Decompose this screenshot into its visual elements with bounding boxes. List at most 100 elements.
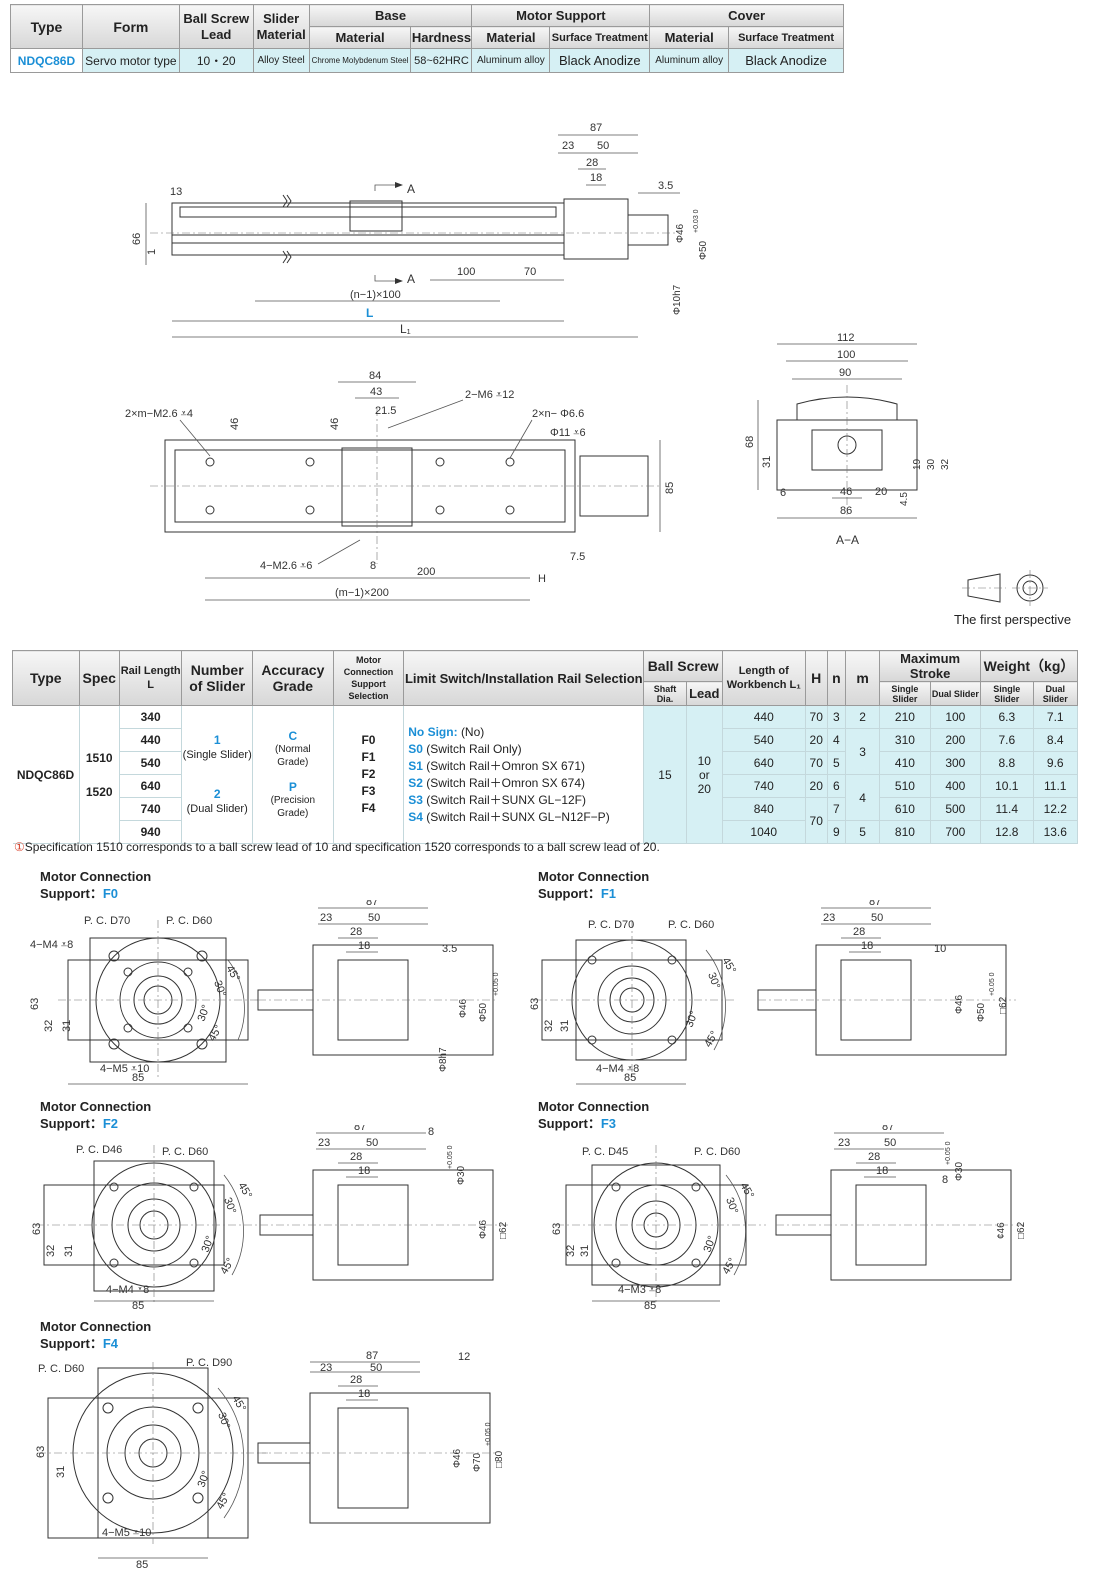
f0-dia-a: Φ46 bbox=[458, 998, 469, 1018]
sel-ls-none-code: No Sign: bbox=[408, 724, 458, 739]
sel-h: 20 bbox=[805, 728, 828, 752]
f2-tol: +0.05 0 bbox=[447, 1145, 454, 1169]
sel-ls-s2-desc: (Switch Rail＋Omron SX 674) bbox=[426, 775, 586, 790]
f2-pcd-b: P. C. D60 bbox=[162, 1146, 208, 1158]
title-f1-code: F1 bbox=[600, 886, 616, 901]
section-label-a-top: A bbox=[407, 182, 415, 196]
f0-offset: 3.5 bbox=[442, 943, 457, 955]
f3-sq: □62 bbox=[1016, 1221, 1027, 1239]
section-label: A−A bbox=[836, 533, 859, 547]
sel-stroke-dual: 500 bbox=[930, 797, 982, 821]
sel-stroke-single: 410 bbox=[879, 751, 931, 775]
sec-dim-6: 6 bbox=[780, 487, 786, 499]
f0-d50: 50 bbox=[368, 912, 380, 924]
title-f2-line1: Motor Connection bbox=[40, 1099, 152, 1114]
f4-d23: 23 bbox=[320, 1362, 332, 1374]
spec-table: Type Form Ball Screw Lead Slider Materia… bbox=[10, 4, 844, 73]
table-row: 640 740 20 6 4 510 400 10.1 11.1 bbox=[13, 774, 1078, 821]
side-view-drawing: 87 23 50 28 18 3.5 13 66 1 A A 100 70 (n… bbox=[131, 122, 709, 338]
sel-type-value: NDQC86D bbox=[12, 705, 80, 844]
sel-header-weight: Weight（kg） bbox=[980, 650, 1078, 682]
top-note-m6: 2−M6 ⩡12 bbox=[465, 389, 514, 401]
dim-l: L bbox=[366, 306, 373, 320]
sel-l1: 1040 bbox=[722, 820, 806, 844]
section-label-a-bottom: A bbox=[407, 272, 415, 286]
sel-ls-s3: S3 (Switch Rail＋SUNX GL−12F) bbox=[408, 792, 643, 809]
sel-slider-1-code: 1 bbox=[213, 732, 221, 747]
f4-pcd-a: P. C. D60 bbox=[38, 1363, 84, 1375]
dim-l1: L₁ bbox=[400, 322, 411, 336]
dim-3-5: 3.5 bbox=[658, 180, 673, 192]
title-f2-line2: Support：F2 bbox=[40, 1115, 151, 1132]
sel-slider-2-desc: (Dual Slider) bbox=[186, 802, 248, 815]
f2-ang45-b: 45° bbox=[218, 1256, 237, 1276]
sel-stroke-dual: 300 bbox=[930, 751, 982, 775]
top-note-m2-6-6: 4−M2.6 ⩡6 bbox=[260, 560, 312, 572]
sel-header-m: m bbox=[844, 650, 881, 706]
sel-ls-s4-desc: (Switch Rail＋SUNX GL−N12F−P) bbox=[426, 809, 610, 824]
sec-dim-100: 100 bbox=[837, 349, 855, 361]
f3-top: 87 bbox=[882, 1125, 894, 1133]
sel-stroke-single: 810 bbox=[879, 820, 931, 844]
slider-block bbox=[349, 200, 403, 232]
title-f1-line2: Support：F1 bbox=[538, 885, 649, 902]
spec-header-support-material: Material bbox=[471, 26, 551, 49]
sel-ls-s3-desc: (Switch Rail＋SUNX GL−12F) bbox=[426, 792, 587, 807]
f1-h31: 31 bbox=[559, 1020, 571, 1032]
title-f0-prefix: Support： bbox=[40, 886, 103, 901]
motor-support-f0-drawing: P. C. D70 P. C. D60 4−M4 ⩡8 4−M5 ⩡10 85 … bbox=[29, 900, 500, 1085]
first-perspective-symbol bbox=[962, 570, 1048, 606]
sel-header-workbench-length: Length of Workbench L₁ bbox=[721, 650, 806, 706]
title-f3-line2: Support：F3 bbox=[538, 1115, 649, 1132]
f2-h31: 31 bbox=[63, 1245, 75, 1257]
sel-ls-s3-code: S3 bbox=[408, 792, 423, 807]
title-f1-prefix: Support： bbox=[538, 886, 601, 901]
sel-n: 7 bbox=[827, 797, 846, 821]
dim-28: 28 bbox=[586, 157, 598, 169]
selection-table: Type Spec Rail Length L Number of Slider… bbox=[12, 650, 1078, 844]
sel-ls-s1: S1 (Switch Rail＋Omron SX 671) bbox=[408, 758, 643, 775]
spec-cover-surface-value: Black Anodize bbox=[728, 48, 844, 73]
sel-spec-1510: 1510 bbox=[85, 750, 113, 765]
spec-cover-material-value: Aluminum alloy bbox=[649, 48, 730, 73]
f3-holes-b: 4−M3 ⩡8 bbox=[618, 1284, 661, 1296]
f4-pcd-b: P. C. D90 bbox=[186, 1357, 232, 1369]
title-f3-code: F3 bbox=[600, 1116, 616, 1131]
motor-support-f4-drawing: P. C. D60 P. C. D90 4−M5 ⩡10 85 63 31 45… bbox=[35, 1350, 505, 1570]
title-f1: Motor Connection Support：F1 bbox=[538, 868, 649, 902]
sel-l1: 840 bbox=[722, 797, 806, 821]
sel-weight-dual: 11.1 bbox=[1033, 774, 1078, 798]
f4-dia-b: Φ70 bbox=[472, 1452, 483, 1472]
sel-stroke-single: 610 bbox=[879, 797, 931, 821]
sel-header-max-stroke: Maximum Stroke bbox=[879, 650, 982, 682]
sel-m: 3 bbox=[845, 728, 881, 775]
sel-header-weight-dual: Dual Slider bbox=[1032, 681, 1078, 706]
sel-header-weight-single: Single Slider bbox=[980, 681, 1034, 706]
sel-stroke-dual: 200 bbox=[930, 728, 982, 752]
f1-height: 63 bbox=[529, 998, 541, 1010]
sel-header-number-of-slider: Number of Slider bbox=[181, 650, 253, 706]
f2-sq: □62 bbox=[498, 1221, 509, 1239]
f1-dia-b: Φ50 bbox=[976, 1002, 987, 1022]
f3-ang30-b: 30° bbox=[702, 1234, 719, 1254]
f0-ang30-b: 30° bbox=[196, 1003, 213, 1023]
f1-d28: 28 bbox=[853, 926, 865, 938]
top-dim-8: 8 bbox=[370, 560, 376, 572]
sel-motor-f3: F3 bbox=[361, 784, 376, 798]
sel-stroke-single: 510 bbox=[879, 774, 931, 798]
spec-header-cover-surface: Surface Treatment bbox=[728, 26, 844, 49]
f3-tol: +0.05 0 bbox=[945, 1141, 952, 1165]
f3-ang45-b: 45° bbox=[720, 1256, 739, 1276]
spec-support-surface-value: Black Anodize bbox=[549, 48, 651, 73]
table-row: NDQC86D 1510 1520 340 1 (Single Slider) … bbox=[12, 705, 1078, 844]
sel-header-n: n bbox=[826, 650, 846, 706]
f2-holes-b: 4−M4 ⩡8 bbox=[106, 1284, 149, 1296]
f4-holes-b: 4−M5 ⩡10 bbox=[102, 1527, 151, 1539]
sel-grade-options: C (Normal Grade) P (Precision Grade) bbox=[252, 705, 334, 844]
sel-h: 70 bbox=[805, 797, 828, 844]
spec-header-support-surface: Surface Treatment bbox=[549, 26, 651, 49]
sel-lead-20: 20 bbox=[697, 781, 711, 796]
sec-dim-68: 68 bbox=[744, 436, 756, 448]
f4-tol: +0.05 0 bbox=[485, 1422, 492, 1446]
sel-rail-length: 540 bbox=[119, 751, 183, 775]
